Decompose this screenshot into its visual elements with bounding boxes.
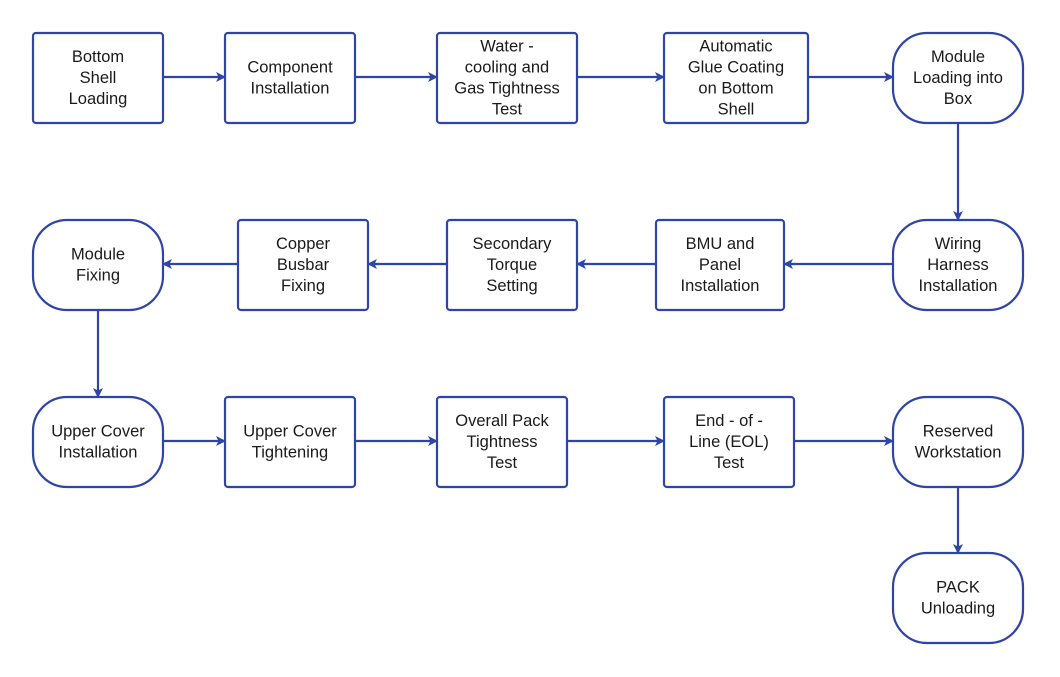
node-label-line: Module: [931, 48, 985, 66]
node-label-line: Torque: [487, 256, 537, 274]
node-label-line: Setting: [486, 277, 537, 295]
node-label-line: Loading into: [913, 69, 1003, 87]
node-label-line: cooling and: [465, 59, 549, 77]
node-label-line: on Bottom: [698, 80, 773, 98]
node-box: [223, 31, 357, 125]
node-label-line: Test: [714, 454, 745, 472]
node-label-line: End - of -: [695, 412, 763, 430]
node-label-line: Tightness: [467, 433, 538, 451]
node-pack-unloading: PACK Unloading: [891, 551, 1025, 645]
node-label-line: Reserved: [923, 423, 994, 441]
node-box: [891, 395, 1025, 489]
node-label-line: Water -: [480, 38, 533, 56]
node-label-line: Shell: [718, 101, 755, 119]
node-label-line: Bottom: [72, 48, 124, 66]
node-label-line: Installation: [251, 80, 330, 98]
node-box: [435, 395, 569, 489]
node-label-line: Test: [487, 454, 518, 472]
node-label-line: Upper Cover: [243, 423, 337, 441]
node-label-line: BMU and: [686, 235, 755, 253]
node-end-of-line-eol-test: End - of - Line (EOL) Test: [662, 395, 796, 489]
node-label-line: PACK: [936, 579, 980, 597]
node-box: [435, 31, 579, 125]
node-box: [31, 218, 165, 312]
node-box: [31, 31, 165, 125]
node-label-line: Installation: [681, 277, 760, 295]
node-box: [891, 218, 1025, 312]
node-label-line: Loading: [69, 90, 128, 108]
node-box: [891, 31, 1025, 125]
node-label-line: Gas Tightness: [454, 80, 559, 98]
node-label-line: Shell: [80, 69, 117, 87]
node-label-line: Box: [944, 90, 973, 108]
node-box: [654, 218, 786, 312]
node-label-line: Wiring: [935, 235, 982, 253]
node-label-line: Installation: [919, 277, 998, 295]
node-label-line: Module: [71, 246, 125, 264]
node-label-line: Upper Cover: [51, 423, 145, 441]
node-label-line: Test: [492, 101, 523, 119]
connector-layer: [93, 72, 963, 554]
node-layer: BottomShellLoadingComponentInstallationW…: [31, 31, 1025, 645]
node-label-line: Glue Coating: [688, 59, 784, 77]
node-box: [236, 218, 370, 312]
node-label-line: Component: [247, 59, 333, 77]
node-label-line: Automatic: [699, 38, 772, 56]
node-label-line: Harness: [927, 256, 988, 274]
node-label-line: Installation: [59, 444, 138, 462]
node-label-line: Overall Pack: [455, 412, 549, 430]
node-label-line: Unloading: [921, 600, 995, 618]
node-label-line: Fixing: [76, 267, 120, 285]
node-label-line: Secondary: [473, 235, 553, 253]
node-label-line: Line (EOL): [689, 433, 769, 451]
node-box: [662, 395, 796, 489]
node-box: [662, 31, 810, 125]
node-label-line: Workstation: [915, 444, 1002, 462]
node-box: [223, 395, 357, 489]
node-label-line: Copper: [276, 235, 331, 253]
node-label-line: Busbar: [277, 256, 330, 274]
node-box: [891, 551, 1025, 645]
node-label-line: Tightening: [252, 444, 328, 462]
node-label-line: Panel: [699, 256, 741, 274]
node-label-line: Fixing: [281, 277, 325, 295]
node-box: [31, 395, 165, 489]
node-box: [445, 218, 579, 312]
